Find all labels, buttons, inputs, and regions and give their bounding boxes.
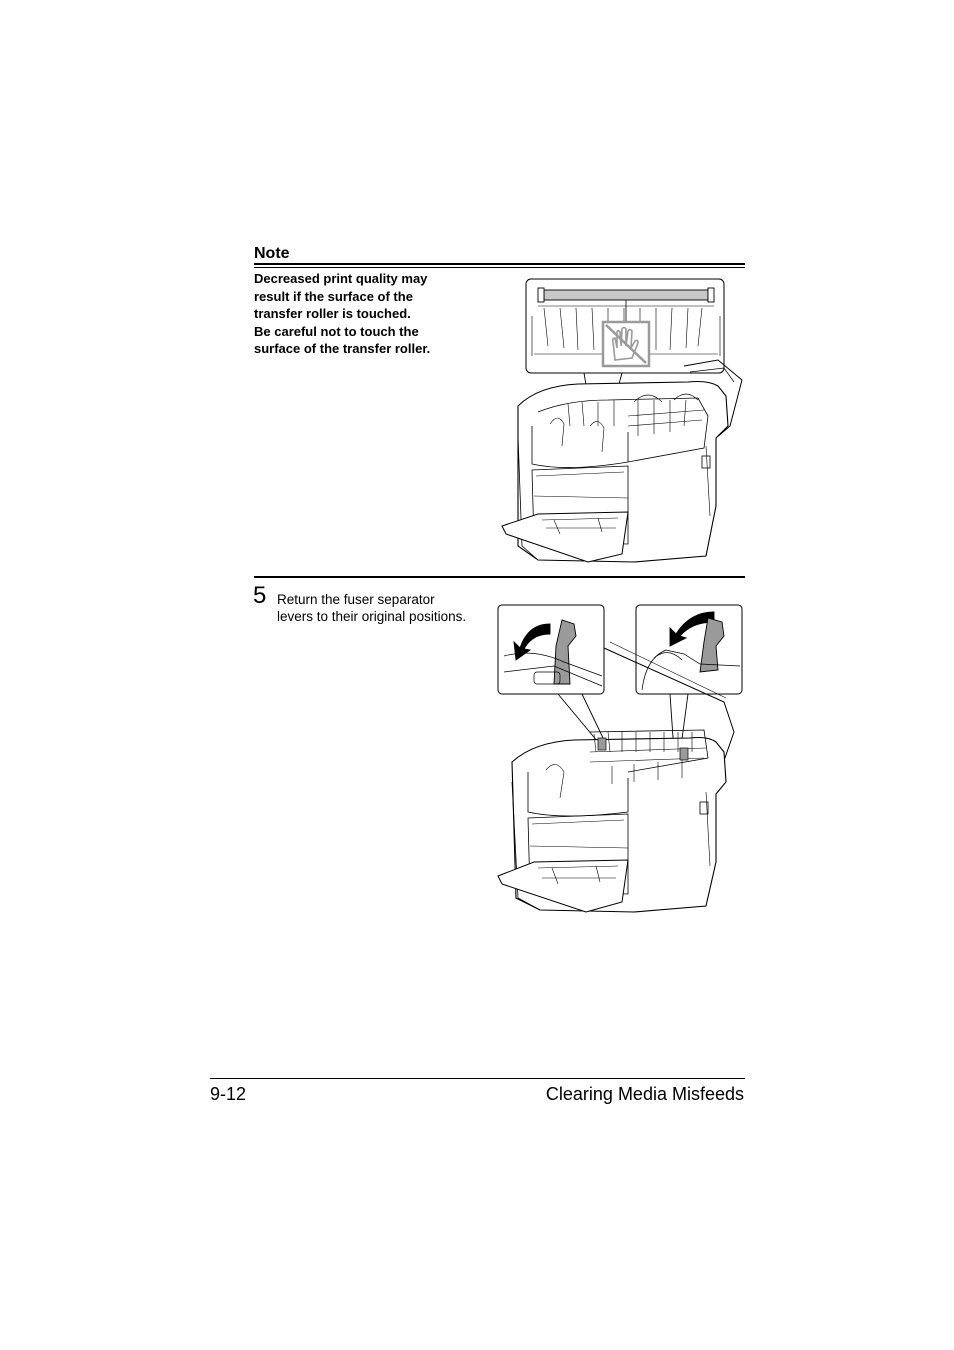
note-line: transfer roller is touched. (254, 306, 411, 322)
step-number: 5 (253, 582, 267, 609)
note-rule (254, 263, 745, 265)
section-title: Clearing Media Misfeeds (545, 1084, 744, 1104)
step-line: Return the fuser separator (277, 592, 435, 607)
note-rule-thin (254, 267, 745, 268)
note-line: Decreased print quality may (254, 271, 428, 286)
step-rule (254, 576, 745, 578)
note-line: result if the surface of the (254, 288, 413, 304)
note-line: surface of the transfer roller. (254, 341, 431, 357)
note-body: Decreased print quality may result if th… (254, 270, 489, 358)
curved-arrow-icon (513, 623, 551, 661)
printer-fuser-levers-illustration (497, 604, 743, 913)
curved-arrow-icon (669, 611, 715, 647)
page-number: 9-12 (210, 1084, 247, 1104)
footer-rule (210, 1078, 745, 1079)
note-heading: Note (254, 245, 290, 262)
hand-prohibited-icon (601, 320, 651, 368)
printer-transfer-roller-illustration (501, 278, 743, 563)
step-line: levers to their original positions. (277, 609, 467, 625)
note-line: Be careful not to touch the (254, 323, 419, 339)
step-instruction: Return the fuser separator levers to the… (277, 591, 487, 626)
